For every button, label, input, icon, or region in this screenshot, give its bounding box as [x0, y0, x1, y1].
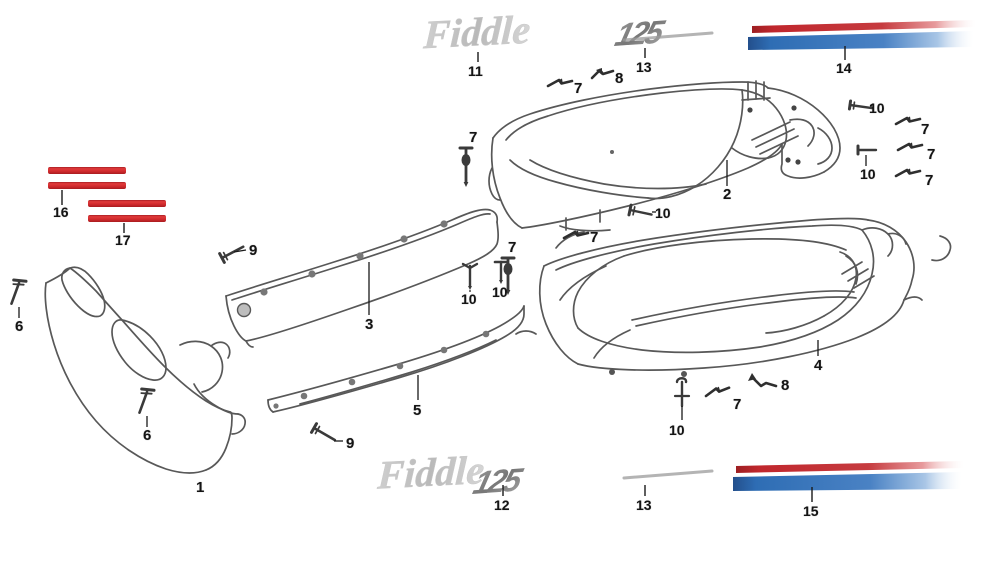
part-1-front-lower-fender-cover [44, 266, 247, 474]
callout-right-body-cover-lower: 4 [814, 357, 823, 374]
callout-clip: 7 [733, 396, 742, 413]
callout-screw-flange: 10 [655, 205, 671, 221]
emblem-fiddle-bottom-group: Fiddle 125 [375, 447, 714, 501]
fastener-7-clips [458, 77, 924, 398]
callout-clip: 7 [469, 129, 478, 146]
callout-stripe-decal-red-pair-lower: 17 [115, 232, 131, 248]
callout-screw-flange: 10 [869, 100, 885, 116]
emblem-text-125-bottom: 125 [470, 461, 527, 501]
fastener-6-screws [10, 278, 156, 427]
callout-emblem-fiddle-right: 12 [494, 497, 510, 513]
callout-screw-flange: 10 [461, 291, 477, 307]
decal-red-stripes-group [48, 167, 166, 233]
decal-stripe-14-red [752, 20, 976, 33]
emblem-text-fiddle-top: Fiddle [421, 7, 531, 58]
emblem-text-fiddle-bottom: Fiddle [376, 447, 486, 498]
callout-stripe-decal-red-blue-left: 14 [836, 60, 852, 76]
callout-clip: 7 [925, 172, 934, 189]
callout-screw-flange: 10 [492, 284, 508, 300]
callout-stripe-decal-red-pair-upper: 16 [53, 204, 69, 220]
callout-screw-long: 9 [249, 242, 258, 259]
callout-clamp: 8 [615, 70, 624, 87]
callout-front-lower-fender-cover: 1 [196, 479, 205, 496]
callout-screw-flange: 10 [860, 166, 876, 182]
decal-red-blue-bottom-group [733, 461, 964, 502]
callout-emblem-125-right: 13 [636, 497, 652, 513]
callout-clip: 7 [927, 146, 936, 163]
emblem-text-125-top: 125 [612, 13, 669, 53]
emblem-badge-swash-top [622, 31, 714, 42]
callout-clip: 7 [590, 229, 599, 246]
decal-stripe-15-red [736, 461, 964, 473]
decal-stripe-15-blue [733, 472, 962, 491]
callout-clamp: 8 [781, 377, 790, 394]
callout-screw-flange: 10 [669, 422, 685, 438]
leader-9a [233, 249, 247, 253]
emblem-badge-swash-bottom [622, 469, 714, 480]
part-3-side-trim-strip-upper [225, 208, 499, 348]
decal-stripe-17a [88, 200, 166, 207]
callout-right-body-cover-upper: 2 [723, 186, 732, 203]
fastener-10-screws [461, 99, 878, 420]
callout-emblem-125-left: 13 [636, 59, 652, 75]
decal-red-blue-top-group [748, 20, 976, 60]
part-2-right-body-cover-upper [488, 80, 841, 232]
callout-screw: 6 [15, 318, 24, 335]
fastener-9-screws [218, 245, 343, 442]
callout-emblem-fiddle-left: 11 [468, 63, 483, 79]
fastener-7-pin-a [458, 146, 474, 187]
fastener-8-clamps [590, 68, 778, 388]
fastener-7-pin-b [500, 256, 516, 295]
callout-stripe-decal-red-blue-right: 15 [803, 503, 819, 519]
decal-stripe-14-blue [748, 31, 974, 50]
callout-clip: 7 [508, 239, 517, 256]
part-4-right-body-cover-lower [515, 217, 952, 377]
callout-clip: 7 [921, 121, 930, 138]
decal-stripe-16a [48, 167, 126, 174]
callout-side-trim-strip-lower: 5 [413, 402, 422, 419]
callout-screw: 6 [143, 427, 152, 444]
callout-side-trim-strip-upper: 3 [365, 316, 374, 333]
part-5-side-trim-strip-lower [267, 305, 525, 413]
callout-clip: 7 [574, 80, 583, 97]
emblem-fiddle-top-group: Fiddle 125 [421, 6, 714, 62]
decal-stripe-16b [48, 182, 126, 189]
decal-stripe-17b [88, 215, 166, 222]
callout-screw-long: 9 [346, 435, 355, 452]
